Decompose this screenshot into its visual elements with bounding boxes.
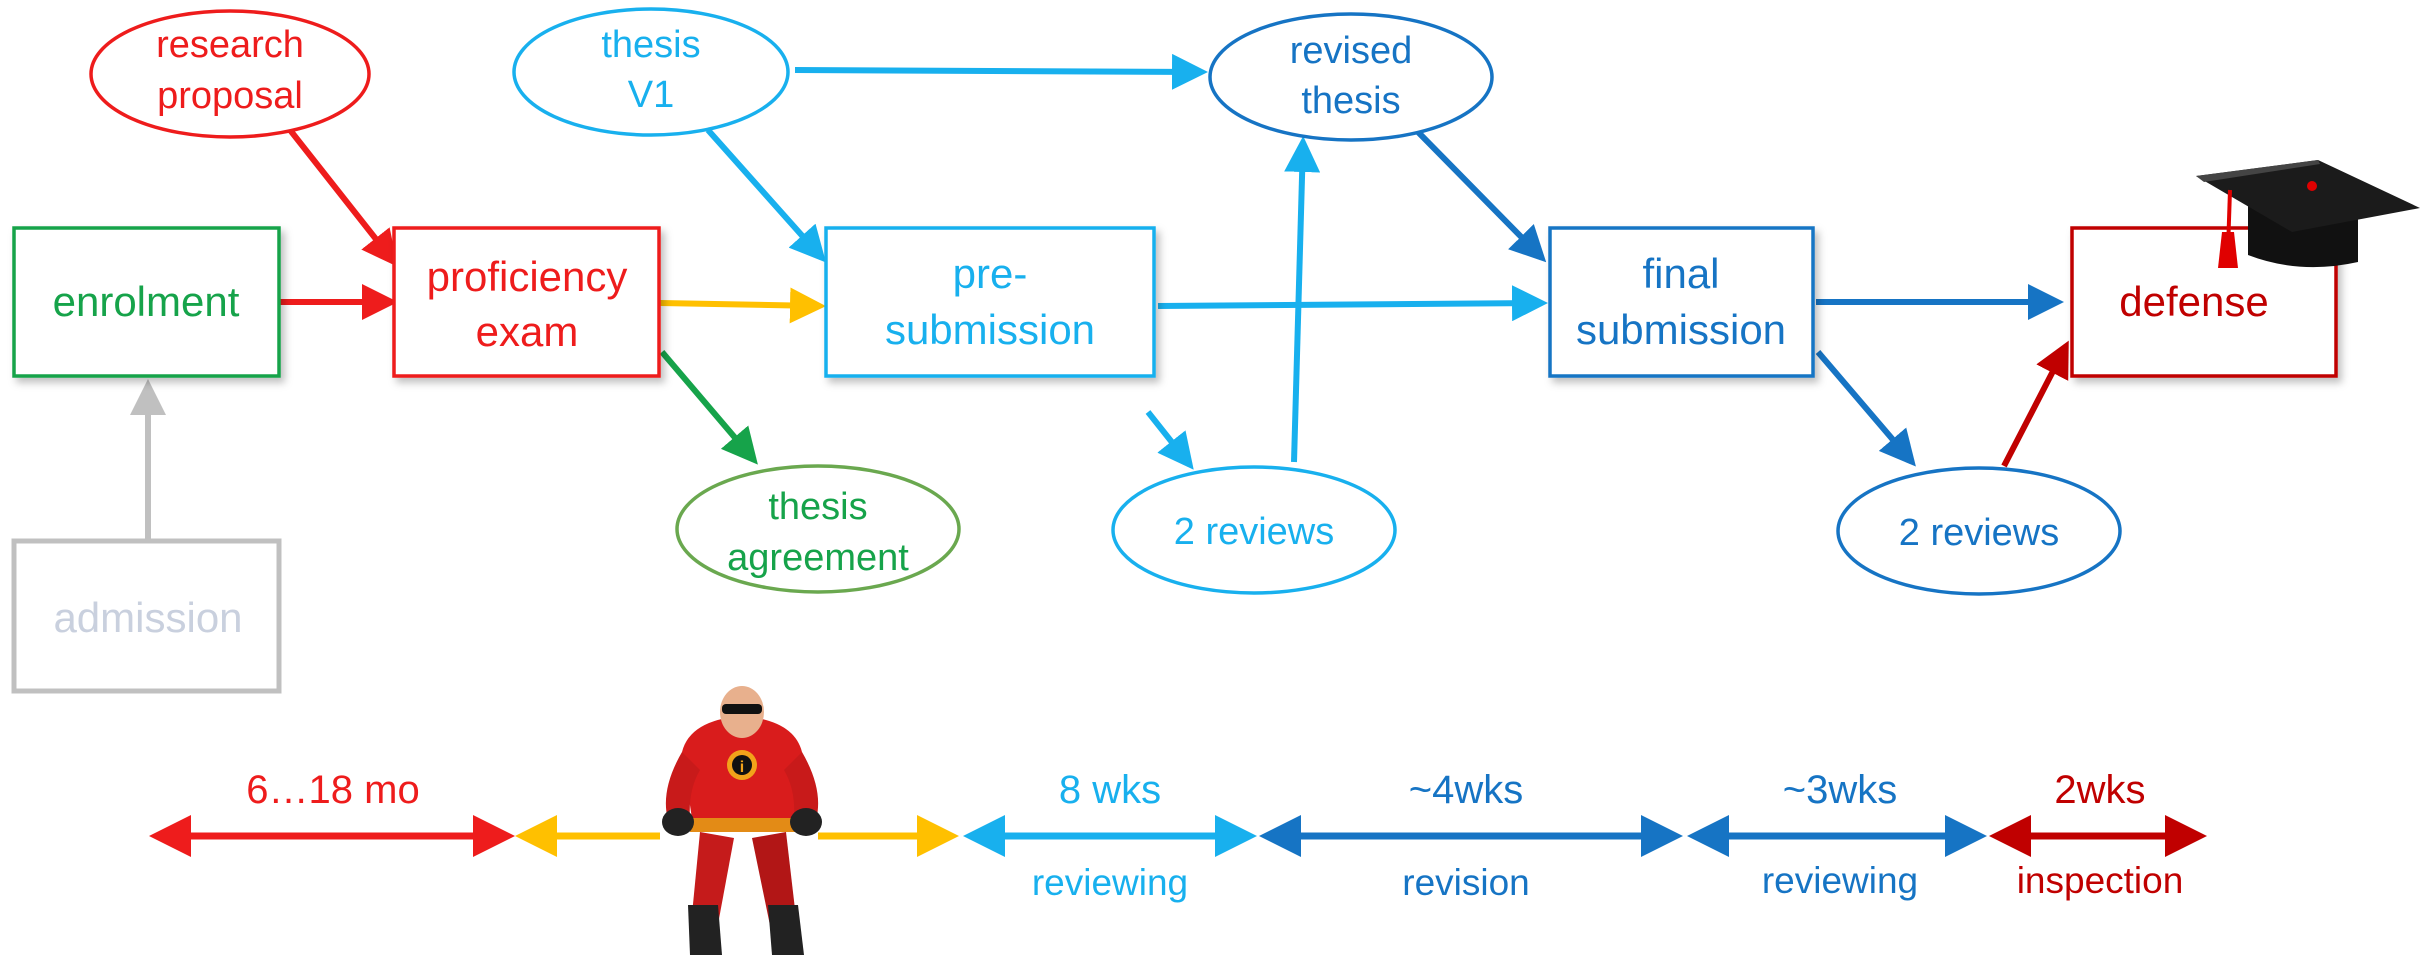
proficiency-exam-line-2: exam — [476, 308, 579, 355]
defense-label: defense — [2119, 278, 2268, 325]
enrolment-label: enrolment — [53, 278, 240, 325]
node-thesis-v1: thesis V1 — [512, 7, 790, 137]
final-submission-line-1: final — [1642, 250, 1719, 297]
thesis-agreement-line-2: agreement — [727, 537, 909, 579]
node-enrolment: enrolment — [12, 226, 281, 378]
arrow-final-to-reviews — [1815, 350, 1916, 467]
connectors — [130, 53, 2069, 540]
proficiency-exam-line-1: proficiency — [427, 253, 628, 300]
node-pre-submission: pre- submission — [824, 226, 1156, 378]
admission-label: admission — [53, 594, 242, 641]
pre-submission-line-1: pre- — [953, 250, 1028, 297]
revised-thesis-line-1: revised — [1290, 30, 1413, 72]
timeline-phase-2-duration: 8 wks — [1059, 768, 1161, 812]
revised-thesis-line-2: thesis — [1301, 80, 1400, 122]
graduation-cap-icon — [2196, 160, 2420, 268]
node-admission: admission — [11, 538, 282, 694]
superhero-figure: i — [662, 686, 822, 955]
arrow-reviews-to-revised — [1284, 136, 1321, 463]
timeline-phase-3-label: revision — [1402, 862, 1530, 903]
arrow-exam-to-agreement — [659, 350, 758, 465]
node-proficiency-exam: proficiency exam — [392, 226, 661, 378]
node-final-submission: final submission — [1548, 226, 1815, 378]
pre-submission-line-2: submission — [885, 306, 1095, 353]
thesis-v1-line-2: V1 — [628, 74, 674, 116]
thesis-agreement-line-1: thesis — [768, 486, 867, 528]
reviews-2-label: 2 reviews — [1899, 512, 2060, 554]
arrow-revised-to-final — [1415, 129, 1547, 263]
research-proposal-line-2: proposal — [157, 75, 303, 117]
timeline-phase-4-label: reviewing — [1762, 860, 1918, 901]
arrow-v1-to-revised — [794, 53, 1208, 90]
research-proposal-line-1: research — [156, 24, 304, 66]
svg-text:i: i — [740, 759, 744, 776]
timeline-phase-3-duration: ~4wks — [1409, 768, 1524, 812]
arrow-proposal-to-exam — [287, 128, 398, 267]
timeline-phase-4-duration: ~3wks — [1783, 768, 1898, 812]
timeline-phase-1-duration: 6…18 mo — [246, 768, 419, 812]
node-reviews-2: 2 reviews — [1836, 466, 2122, 596]
arrow-presubmission-to-reviews — [1145, 410, 1194, 470]
thesis-v1-line-1: thesis — [601, 24, 700, 66]
node-thesis-agreement: thesis agreement — [675, 464, 961, 594]
arrow-exam-to-presubmission — [659, 287, 826, 324]
arrow-v1-to-presubmission — [705, 128, 826, 263]
reviews-1-label: 2 reviews — [1174, 511, 1335, 553]
final-submission-line-2: submission — [1576, 306, 1786, 353]
arrow-presubmission-to-final — [1157, 285, 1548, 322]
arrow-reviews-to-defense — [2001, 340, 2069, 468]
timeline-phase-2-label: reviewing — [1032, 862, 1188, 903]
node-research-proposal: research proposal — [89, 9, 371, 139]
timeline-phase-5-duration: 2wks — [2054, 768, 2145, 812]
node-revised-thesis: revised thesis — [1208, 12, 1494, 142]
node-reviews-1: 2 reviews — [1111, 465, 1397, 595]
timeline: 6…18 mo 8 wks reviewing ~4wks revision ~… — [149, 768, 2207, 903]
timeline-phase-5-label: inspection — [2017, 860, 2184, 901]
